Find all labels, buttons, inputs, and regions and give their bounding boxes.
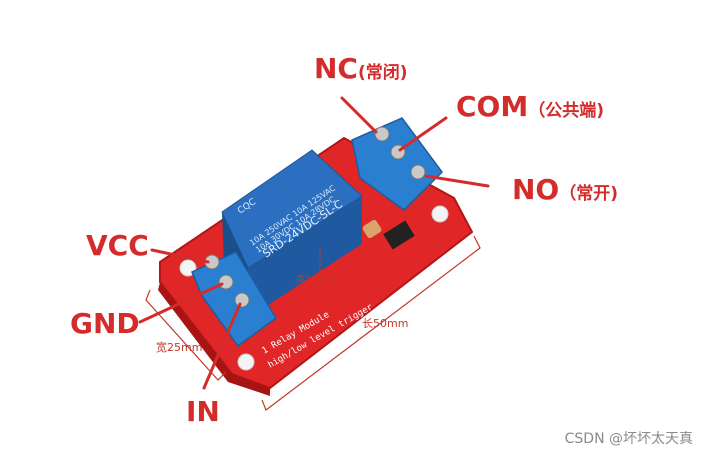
pointer-line-nc [340, 96, 378, 134]
label-no-main: NO [512, 173, 560, 206]
label-vcc-main: VCC [86, 229, 149, 262]
label-nc-sub: (常闭) [357, 63, 408, 83]
pointer-line-com [398, 116, 448, 152]
label-no: NO（常开) [512, 176, 618, 204]
label-com: COM（公共端) [456, 93, 604, 121]
terminal-block-input [191, 251, 277, 348]
label-no-sub: （常开) [559, 184, 619, 204]
dimension-line-length [261, 235, 481, 411]
label-nc: NC(常闭) [314, 55, 408, 83]
screw-icon [374, 126, 390, 142]
label-vcc: VCC [86, 232, 149, 260]
pointer-line-in [202, 302, 242, 390]
label-in-main: IN [186, 395, 220, 428]
pointer-line-gnd [138, 282, 224, 324]
pointer-line-no [424, 174, 490, 188]
relay-side [248, 196, 362, 318]
dimension-width: 宽25mm [156, 341, 203, 354]
pointer-line-vcc [150, 248, 210, 264]
pcb-board-edge [158, 282, 270, 396]
watermark: CSDN @坏坏太天真 [564, 431, 693, 447]
jumper-header [383, 220, 415, 250]
screw-icon [410, 164, 426, 180]
screw-icon [234, 292, 250, 308]
capacitor [362, 219, 382, 239]
mounting-hole [237, 353, 255, 371]
dimension-length: 长50mm [362, 317, 409, 330]
label-in: IN [186, 398, 220, 426]
label-gnd: GND [70, 310, 140, 338]
label-gnd-main: GND [70, 307, 140, 340]
terminal-block-output [351, 117, 443, 211]
mounting-hole [431, 205, 449, 223]
label-com-sub: （公共端) [528, 101, 604, 121]
label-com-main: COM [456, 90, 529, 123]
label-nc-main: NC [314, 52, 358, 85]
dimension-height: 高18.5mm [296, 275, 343, 285]
dimension-line-width [145, 289, 227, 381]
screw-icon [218, 274, 234, 290]
